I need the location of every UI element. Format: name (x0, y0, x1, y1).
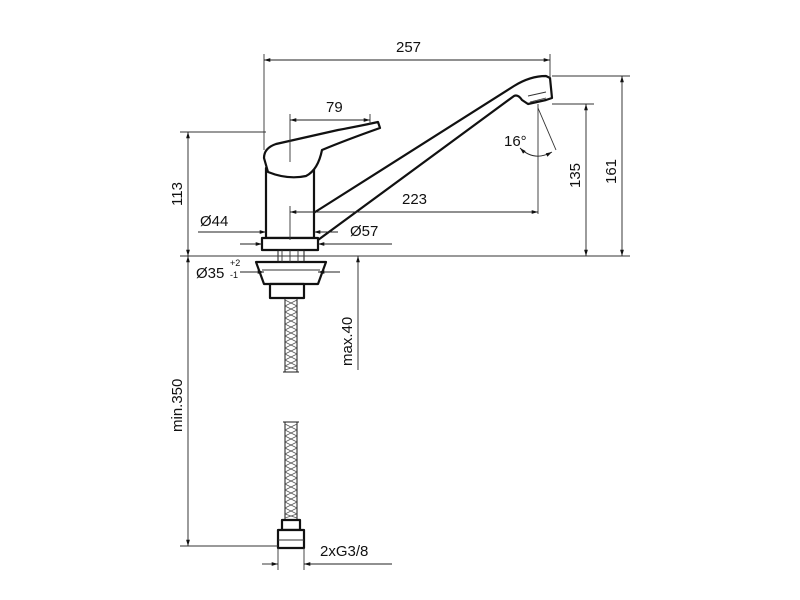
braid-stroke (284, 423, 298, 431)
angle-arc (519, 147, 553, 157)
hose-end-nut (276, 528, 306, 550)
braid-stroke (284, 447, 298, 455)
dimension-lines: 257 79 161 135 16° 223 113 Ø44 (169, 39, 630, 570)
braid-stroke (284, 329, 298, 337)
faucet-outline (254, 74, 554, 300)
braid-stroke (284, 341, 298, 349)
braid-stroke (284, 483, 298, 491)
dim-35-label: Ø35 (196, 265, 224, 282)
dim-161-label: 161 (603, 159, 620, 184)
dim-223-label: 223 (402, 191, 427, 208)
braid-stroke (284, 465, 298, 473)
lever-handle (262, 120, 382, 179)
braid-stroke (284, 501, 298, 509)
dim-113-label: 113 (169, 182, 186, 206)
hose-connector (268, 282, 306, 300)
braid-stroke (284, 477, 298, 485)
dim-35-tol-minus: -1 (230, 270, 238, 280)
braid-stroke (284, 513, 298, 519)
mounting-flange (254, 260, 328, 286)
braid-stroke (284, 317, 298, 325)
dim-257-label: 257 (396, 39, 421, 56)
dim-16-label: 16° (504, 133, 527, 150)
dim-79-label: 79 (326, 99, 343, 116)
braid-stroke (284, 359, 298, 367)
braid-stroke (284, 435, 298, 443)
braid-stroke (284, 429, 298, 437)
braid-stroke (284, 299, 298, 307)
braid-stroke (284, 335, 298, 343)
braid-stroke (284, 507, 298, 515)
spout-outlet (527, 91, 547, 103)
hose-end-fitting (280, 518, 302, 532)
dim-min350-label: min.350 (169, 379, 186, 432)
dim-135-label: 135 (567, 163, 584, 188)
dim-44-label: Ø44 (200, 213, 228, 230)
braid-stroke (284, 453, 298, 461)
flexible-hose (276, 298, 306, 550)
braid-stroke (284, 495, 298, 503)
braid-stroke (284, 459, 298, 467)
spout (302, 74, 554, 242)
braid-stroke (284, 347, 298, 355)
braid-stroke (284, 471, 298, 479)
braid-stroke (284, 311, 298, 319)
braid-stroke (284, 323, 298, 331)
braid-stroke (284, 489, 298, 497)
braid-stroke (284, 305, 298, 313)
dim-g38-label: 2xG3/8 (320, 543, 368, 560)
dim-max40-label: max.40 (339, 317, 356, 366)
hose-braiding (284, 299, 298, 519)
angle-ref-slant (537, 107, 557, 151)
braid-stroke (284, 353, 298, 361)
braid-stroke (284, 365, 298, 371)
dim-57-label: Ø57 (350, 223, 378, 240)
braid-stroke (284, 441, 298, 449)
dim-35-tol-plus: +2 (230, 258, 240, 268)
